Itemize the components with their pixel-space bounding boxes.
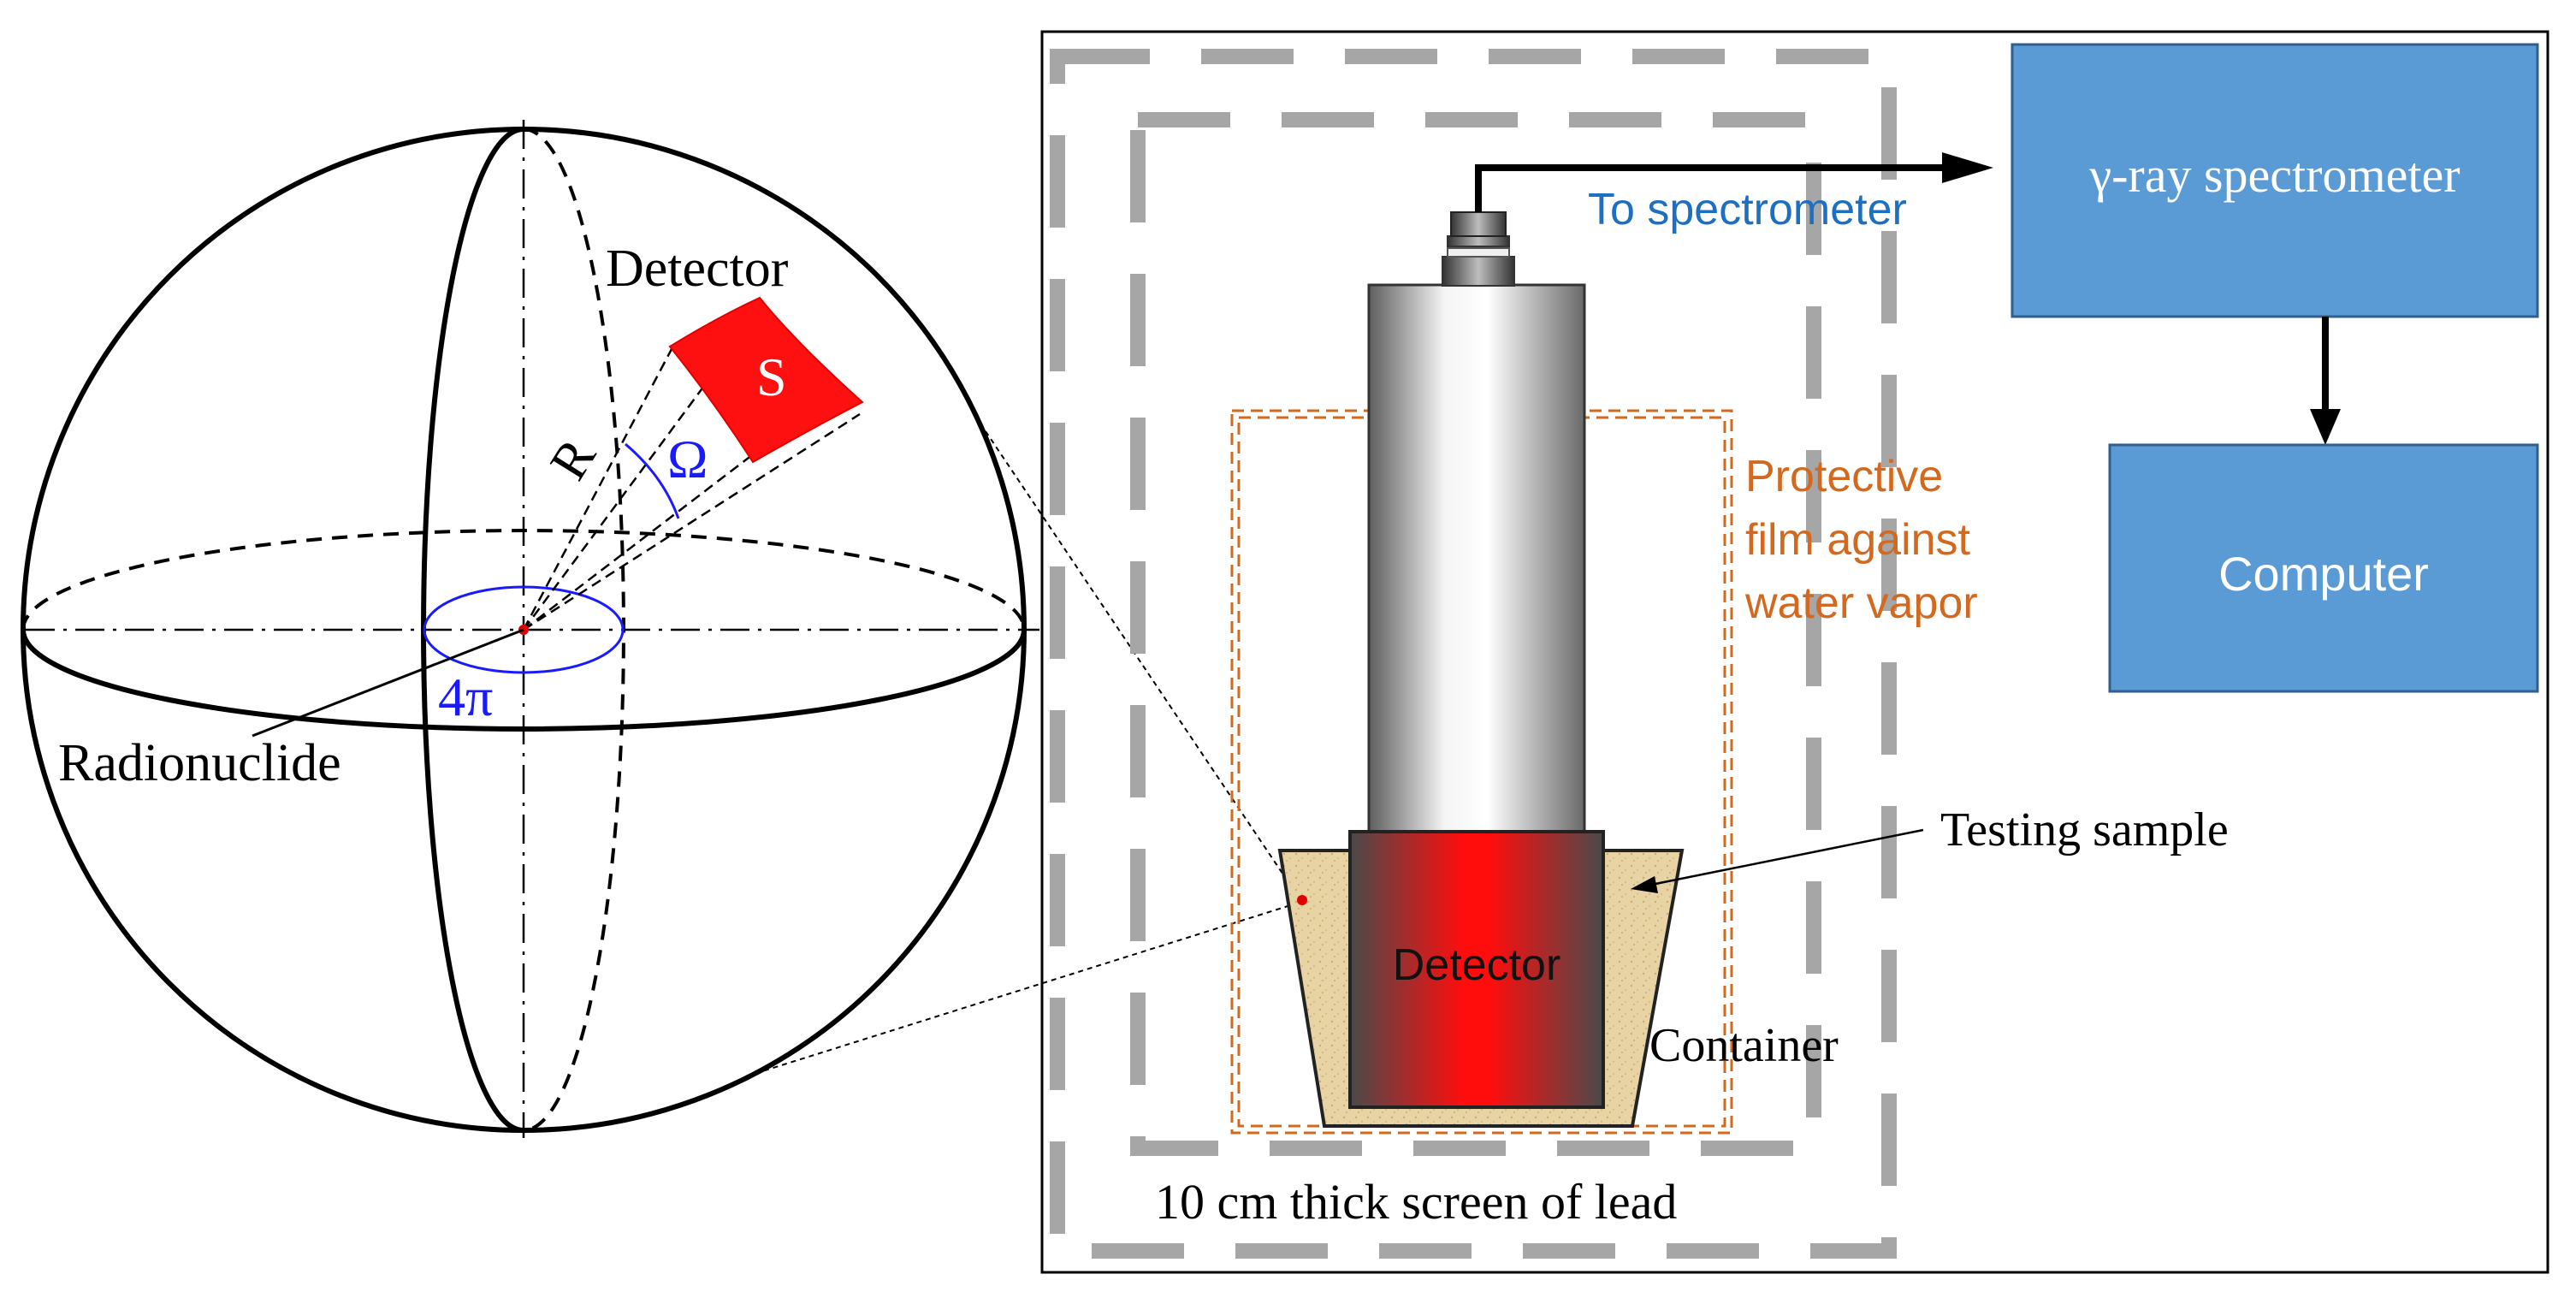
radius-label: R <box>539 429 607 490</box>
connector-ring <box>1447 247 1510 258</box>
connector-ring <box>1447 235 1510 247</box>
sample-leader-arrow <box>1631 876 1658 893</box>
lead-shield-outer <box>1050 49 1897 1259</box>
projection-line <box>985 430 1301 901</box>
source-label: Radionuclide <box>58 734 341 792</box>
cable-arrowhead <box>1942 152 1993 183</box>
detector-area-label: S <box>756 347 787 407</box>
detector-area-patch <box>668 296 864 464</box>
shield-label: 10 cm thick screen of lead <box>1155 1174 1677 1230</box>
sample-label: Testing sample <box>1940 803 2229 856</box>
film-label-line2: film against <box>1745 515 1971 565</box>
sphere-detector-label: Detector <box>606 240 789 298</box>
detector-cylinder <box>1367 283 1586 834</box>
sample-source-dot <box>1297 895 1307 905</box>
connector-base <box>1442 256 1515 287</box>
container-label: Container <box>1649 1019 1839 1072</box>
cone-line <box>523 412 861 631</box>
lead-shield-inner <box>1130 112 1821 1156</box>
projection-line <box>745 902 1300 1077</box>
computer-box <box>2108 443 2539 693</box>
spectrometer-label: γ-ray spectrometer <box>2088 147 2460 203</box>
signal-cable <box>1475 164 1964 212</box>
source-leader <box>252 628 524 738</box>
outlet-label: To spectrometer <box>1588 185 1907 234</box>
computer-label: Computer <box>2218 547 2429 601</box>
sphere-panel: Detector S R Ω 4π Radionuclide <box>21 120 1039 1138</box>
sample-leader <box>1642 828 1924 888</box>
cone-line <box>522 365 720 631</box>
solid-angle-label: Ω <box>667 429 708 489</box>
film-label-line1: Protective <box>1745 452 1943 501</box>
solid-angle-arc <box>625 442 680 519</box>
setup-panel: Detector To spectrometer Protective film… <box>1040 30 2549 1274</box>
spectrometer-box <box>2010 43 2539 318</box>
full-angle-label: 4π <box>438 667 493 727</box>
setup-detector-label: Detector <box>1393 940 1561 990</box>
setup-frame <box>1040 30 2549 1274</box>
equator-back <box>21 529 1026 631</box>
data-arrow-head <box>2310 409 2341 445</box>
film-label-line3: water vapor <box>1744 578 1978 628</box>
detector-crystal <box>1348 830 1605 1109</box>
equator-front <box>21 629 1027 732</box>
full-angle-ellipse <box>423 585 625 674</box>
cone-line <box>522 348 673 631</box>
connector-top <box>1450 211 1507 237</box>
